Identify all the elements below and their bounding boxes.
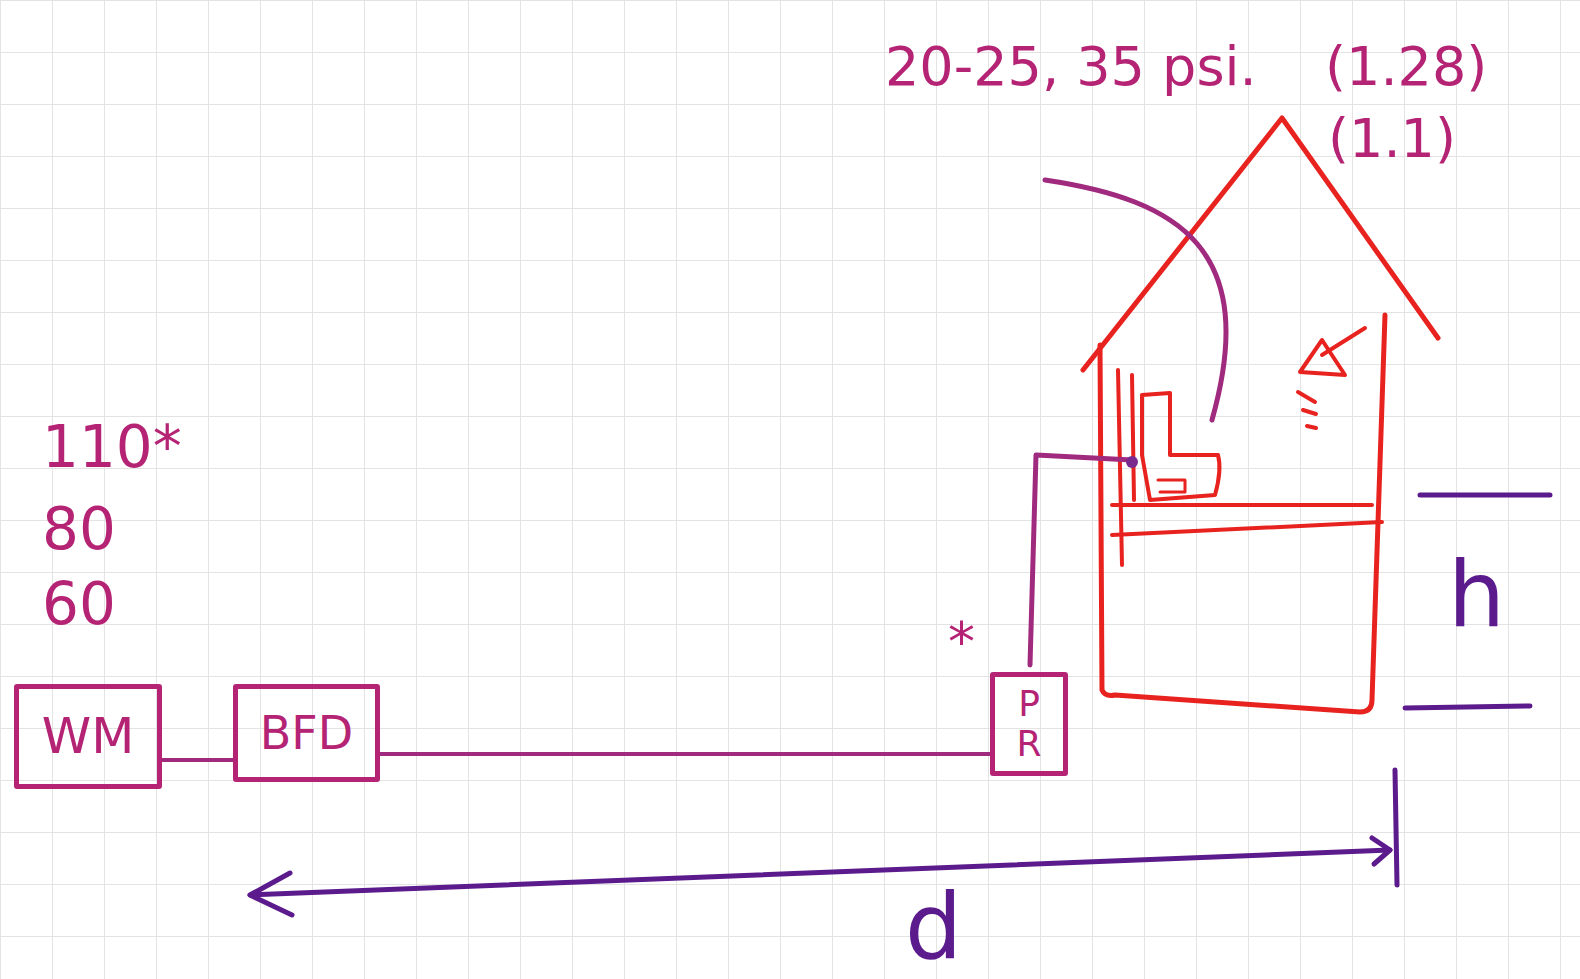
distance-tick: [1395, 770, 1397, 885]
distance-label: d: [905, 882, 962, 972]
height-label: h: [1448, 550, 1505, 640]
distance-line: [250, 850, 1390, 895]
pointer-curve: [1045, 180, 1226, 420]
house-floor: [1112, 505, 1382, 535]
box-label: P R: [1009, 684, 1049, 763]
supply-pipe: [1030, 455, 1132, 665]
pressure-value: 110*: [42, 418, 182, 476]
toilet-fixture: [1142, 393, 1219, 500]
device-box: BFD: [233, 684, 380, 782]
toilet-bowl: [1158, 480, 1185, 492]
shower-head: [1298, 328, 1365, 428]
distance-arrowhead: [1372, 838, 1390, 864]
asterisk-note: *: [948, 615, 975, 669]
factor-note: (1.1): [1328, 112, 1456, 166]
pipe-joint: [1126, 456, 1138, 468]
device-box: P R: [990, 672, 1068, 776]
distance-arrowhead: [250, 873, 292, 915]
house-wall: [1100, 315, 1385, 712]
pipe-line: [380, 752, 990, 756]
pressure-value: 60: [42, 575, 116, 633]
device-box: WM: [14, 684, 162, 789]
pipe-line: [162, 758, 233, 762]
pressure-note: 20-25, 35 psi.: [885, 40, 1257, 94]
pressure-value: 80: [42, 500, 116, 558]
box-label: BFD: [260, 708, 353, 759]
box-label: WM: [42, 709, 135, 764]
factor-note: (1.28): [1325, 40, 1487, 94]
height-ticks: [1405, 495, 1550, 708]
